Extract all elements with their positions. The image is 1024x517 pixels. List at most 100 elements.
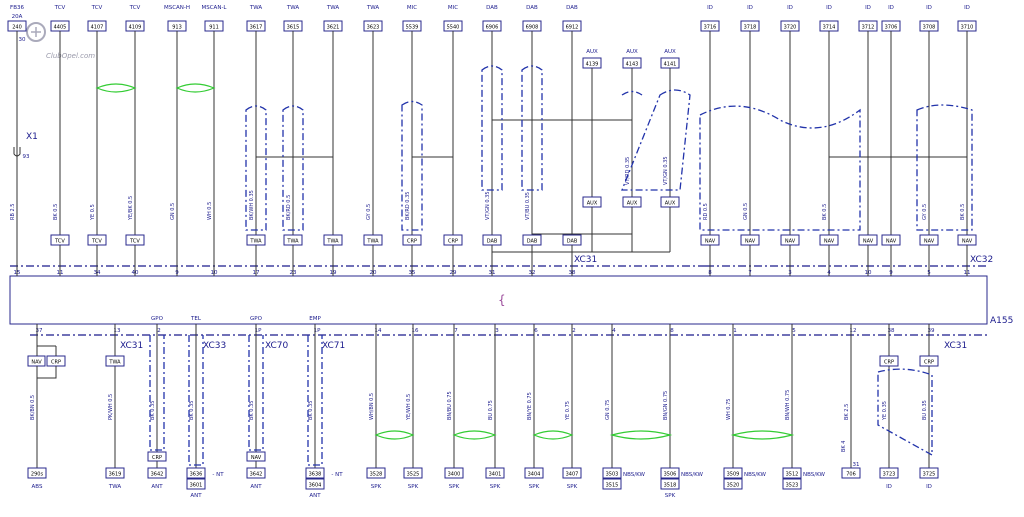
crp-box-gpo-label: CRP: [152, 455, 162, 461]
top-header: TWA: [249, 5, 262, 11]
top-box-label: 3621: [327, 25, 340, 31]
top-box-label: 913: [172, 25, 182, 31]
top-pin: 23: [290, 270, 297, 276]
bottom-box: [27, 467, 47, 479]
top-box-label: 5539: [406, 25, 419, 31]
bottom-pin: 1: [733, 328, 737, 334]
bottom-box-label: 3401: [489, 472, 502, 478]
bottom-label: SPK: [567, 484, 578, 490]
top-header: TCV: [91, 5, 103, 11]
top-wire-label: RD 0.5: [703, 203, 709, 220]
bottom-pin: 6: [534, 328, 538, 334]
x1-pin: 93: [23, 154, 30, 160]
bottom-box-2-label: 3523: [786, 483, 799, 489]
aux-lower-box-label: AUX: [665, 201, 676, 207]
bottom-pin: 16: [412, 328, 419, 334]
xc71-label: XC71: [322, 341, 345, 351]
top-box-label: 6912: [566, 25, 579, 31]
bottom-wire-label: WH 0.75: [726, 399, 732, 420]
bottom-pin: 1P: [255, 328, 262, 334]
top-wire-label: BK/WH 0.35: [249, 190, 255, 220]
bottom-pin: 14: [375, 328, 382, 334]
gnd-wire-label: BK 4: [841, 441, 847, 452]
top-pin: 9: [175, 270, 179, 276]
top-wire-label: GN 0.5: [170, 203, 176, 220]
bottom-box-label: 3512: [786, 472, 799, 478]
top-box-label: 3710: [961, 25, 974, 31]
gnd-pin: 31: [853, 462, 860, 468]
bottom-label: TWA: [108, 484, 121, 490]
shield-id-2: [916, 104, 973, 231]
top-wire-label: WH 0.5: [207, 202, 213, 220]
top-pin: 20: [370, 270, 377, 276]
top-wire-label: GY 0.5: [922, 204, 928, 220]
bottom-box-label: 3509: [727, 472, 740, 478]
bottom-pin: 4: [612, 328, 616, 334]
aux-wire-label: VT/GN 0.35: [663, 157, 669, 186]
bottom-box-2-label: 3601: [190, 483, 203, 489]
top-lower-box-label: CRP: [407, 239, 417, 245]
bottom-box: [524, 467, 544, 479]
twist-mscan: [175, 83, 216, 93]
top-pin: 15: [14, 270, 21, 276]
bottom-pin: 7: [454, 328, 458, 334]
bottom-box-label: 3407: [566, 472, 579, 478]
top-lower-box-label: DAB: [527, 239, 538, 245]
xc31-bottom-left-label: XC31: [120, 341, 143, 351]
bottom-label: ANT: [309, 493, 321, 499]
top-box-label: 911: [209, 25, 219, 31]
x1-label: X1: [26, 132, 38, 142]
bottom-box: [485, 467, 505, 479]
bottom-box: [186, 467, 206, 479]
bottom-box: [919, 467, 939, 479]
top-lower-box-label: TWA: [366, 239, 379, 245]
xc70-label: XC70: [265, 341, 289, 351]
bottom-label: ANT: [151, 484, 163, 490]
bottom-pin: 37: [36, 328, 43, 334]
fuse-name: FB36: [10, 5, 24, 11]
bottom-top-box: [879, 355, 899, 367]
bottom-box-label: 3642: [250, 472, 263, 478]
aux-header: AUX: [586, 49, 598, 55]
shield-gpo-1: [149, 335, 165, 451]
bottom-wire-label: BN/GN 0.75: [663, 391, 669, 420]
bottom-box: [105, 467, 125, 479]
top-lower-box-label: TCV: [129, 239, 140, 245]
top-box-label: 4107: [91, 25, 104, 31]
bottom-box: [602, 467, 622, 479]
bottom-wire-label: BK/BN 0.5: [30, 395, 36, 420]
bottom-wire-label: BN/BU 0.75: [447, 391, 453, 420]
aux-wire-label: VT/RD 0.35: [625, 157, 631, 185]
top-pin: 31: [489, 270, 496, 276]
shield-dab-1: [481, 65, 503, 191]
bottom-wire-label: BK 0.35: [189, 401, 195, 420]
bottom-wire-label: GN 0.75: [605, 400, 611, 420]
shield-dab-2: [521, 65, 543, 191]
top-header: ID: [787, 5, 793, 11]
top-header: ID: [747, 5, 753, 11]
top-lower-box-label: NAV: [745, 239, 756, 245]
top-wire-label: RB 2.5: [10, 204, 16, 220]
bottom-wire-label: BN/YE 0.75: [527, 392, 533, 420]
top-pin: 35: [409, 270, 416, 276]
nav-box-bottom-label: NAV: [31, 360, 42, 366]
xc31-bottom-right-label: XC31: [944, 341, 967, 351]
bottom-side-label: NBS/KW: [623, 472, 646, 478]
fuse-pin: 30: [19, 37, 26, 43]
top-header: ID: [888, 5, 894, 11]
top-lower-box-label: TCV: [54, 239, 65, 245]
bottom-label: SPK: [449, 484, 460, 490]
bottom-side-label: - NT: [331, 472, 343, 478]
top-pin: 38: [569, 270, 576, 276]
bottom-wire-label: BU 0.35: [922, 400, 928, 420]
top-lower-box-label: CRP: [448, 239, 458, 245]
bottom-pin: 2: [572, 328, 576, 334]
top-lower-box-label: NAV: [863, 239, 874, 245]
top-pin: 29: [450, 270, 457, 276]
nav-box-gpo: [246, 451, 266, 462]
top-header: ID: [707, 5, 713, 11]
bottom-label: ID: [886, 484, 892, 490]
bottom-box-label: 3619: [109, 472, 122, 478]
top-header: MSCAN-L: [201, 5, 227, 11]
